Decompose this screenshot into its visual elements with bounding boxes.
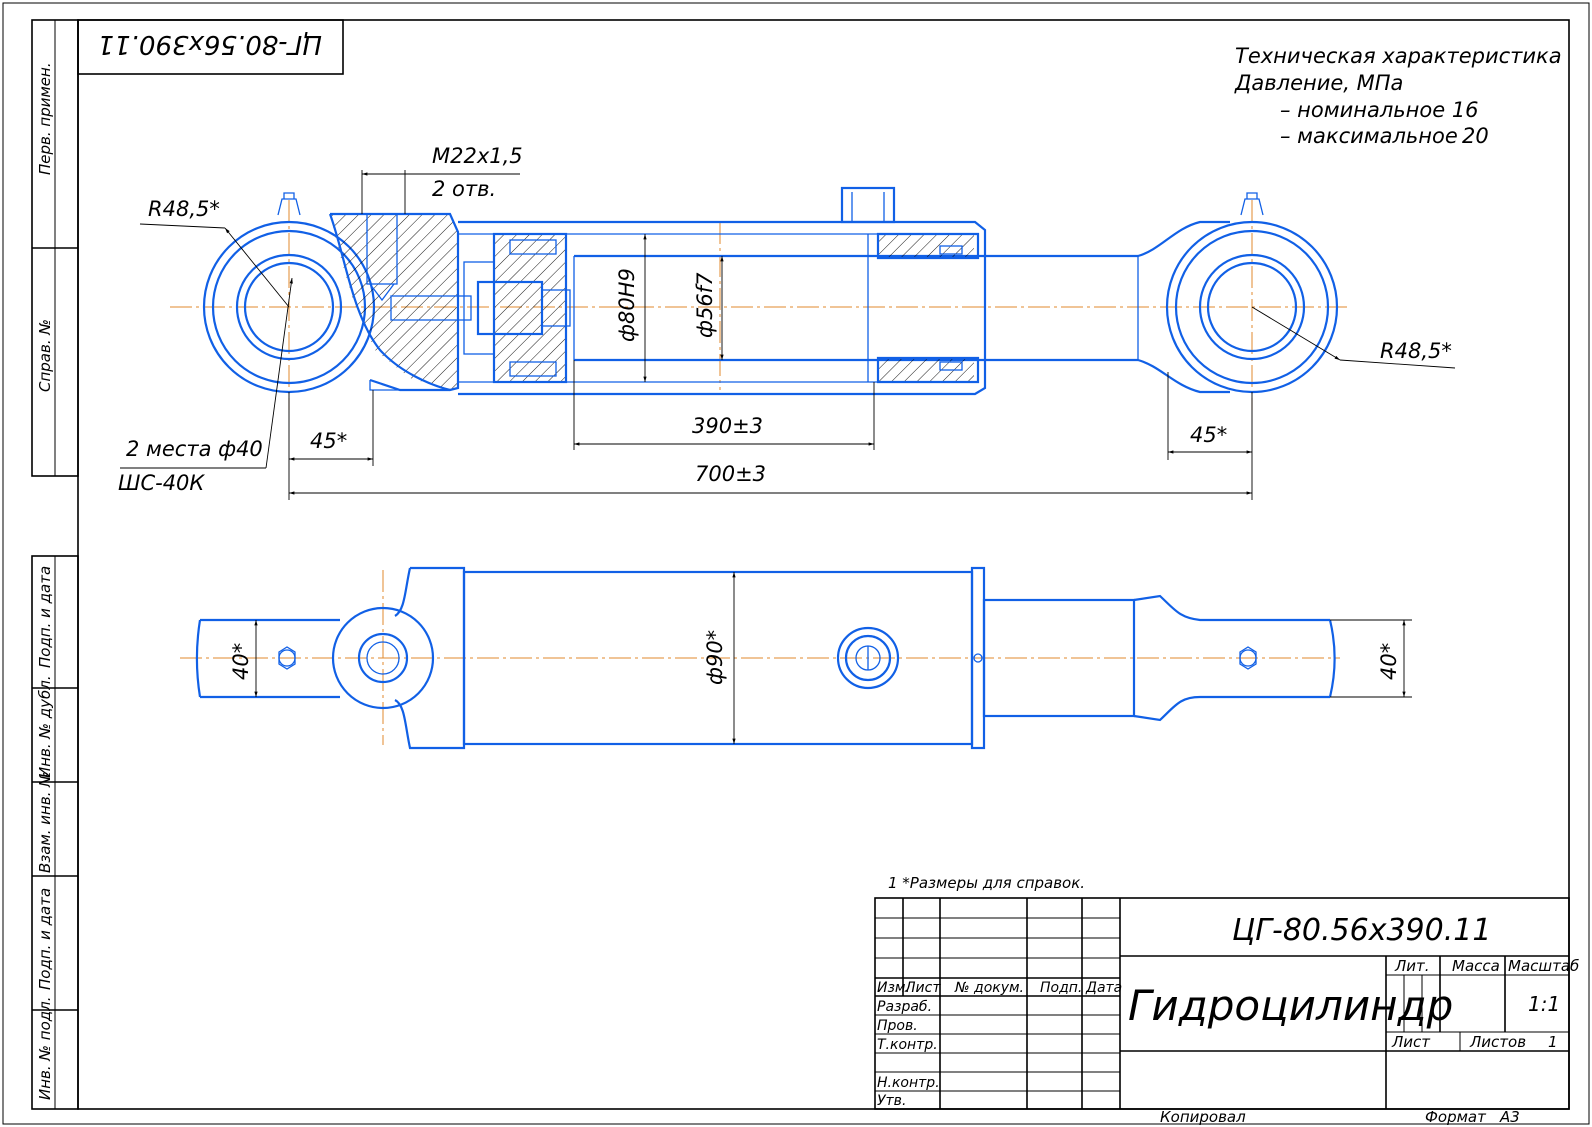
side-label-sign-date-1: Подп. и дата: [36, 566, 54, 668]
label-sheets: Листов: [1469, 1033, 1526, 1051]
tech-title: Техническая характеристика: [1235, 44, 1562, 68]
side-label-ref-no: Справ. №: [36, 319, 54, 392]
label-format: Формат: [1425, 1108, 1487, 1126]
stamp-designation-rotated: ЦГ-80.56х390.11: [98, 29, 323, 59]
row-norm-control: Н.контр.: [877, 1075, 940, 1091]
side-margin: Перв. примен. Справ. № Подп. и дата Инв.…: [31, 19, 79, 1110]
dim-bearing: ШС-40К: [118, 471, 205, 495]
section-view: [170, 186, 1350, 410]
row-approved: Утв.: [877, 1093, 906, 1109]
title-block: ЦГ-80.56х390.11 Гидроцилиндр Изм. Лист №…: [874, 897, 1579, 1126]
dim-holes: 2 отв.: [432, 177, 496, 201]
dim-places: 2 места ф40: [126, 437, 263, 461]
dim-stroke: 390±3: [692, 414, 763, 438]
dim-eye-left: 45*: [310, 429, 347, 453]
tech-pressure: Давление, МПа: [1234, 71, 1403, 95]
label-lit: Лит.: [1394, 957, 1430, 975]
tech-characteristics: Техническая характеристика Давление, МПа…: [1234, 44, 1562, 148]
dim-eye-right: 45*: [1190, 423, 1227, 447]
side-label-first-use: Перв. примен.: [36, 62, 54, 175]
value-format: А3: [1499, 1108, 1520, 1126]
title-designation: ЦГ-80.56х390.11: [1232, 913, 1491, 948]
section-dimensions: М22х1,5 2 отв. R48,5* R48,5* ф80Н9 ф56f7…: [118, 144, 1456, 500]
stamp-box: [77, 19, 344, 75]
col-date: Дата: [1085, 980, 1122, 996]
tech-maximum-value: 20: [1462, 124, 1489, 148]
dim-bore: ф80Н9: [615, 268, 639, 342]
col-sign: Подп.: [1040, 980, 1082, 996]
dim-width-left: 40*: [229, 643, 253, 680]
dim-thread: М22х1,5: [432, 144, 523, 168]
plan-dimensions: 40* ф90* 40*: [229, 572, 1412, 744]
row-developer: Разраб.: [877, 999, 932, 1015]
col-doc-no: № докум.: [954, 980, 1024, 996]
col-sheet: Лист: [904, 980, 941, 996]
side-label-dup-inv: Инв. № дубл.: [36, 675, 54, 778]
dim-body: ф90*: [703, 630, 727, 685]
side-label-orig-inv: Инв. № подл.: [36, 997, 54, 1100]
side-label-sign-date-2: Подп. и дата: [36, 888, 54, 990]
dim-rod: ф56f7: [693, 272, 717, 338]
note-reference-dims: 1 *Размеры для справок.: [888, 874, 1085, 892]
row-checked: Пров.: [877, 1018, 918, 1034]
side-label-replace-inv: Взам. инв. №: [36, 771, 54, 873]
label-copied: Копировал: [1160, 1108, 1246, 1126]
dim-radius-right: R48,5*: [1380, 339, 1452, 363]
row-tech-control: Т.контр.: [877, 1037, 938, 1053]
dim-width-right: 40*: [1377, 643, 1401, 680]
value-scale: 1:1: [1528, 992, 1560, 1016]
label-sheet: Лист: [1391, 1033, 1431, 1051]
col-change: Изм.: [877, 980, 910, 996]
label-mass: Масса: [1452, 957, 1500, 975]
tech-maximum: – максимальное: [1280, 124, 1458, 148]
plan-view: [180, 566, 1340, 750]
title-product-name: Гидроцилиндр: [1128, 981, 1453, 1030]
label-scale: Масштаб: [1508, 957, 1579, 975]
dim-radius-left: R48,5*: [148, 197, 220, 221]
dim-length: 700±3: [695, 462, 766, 486]
tech-nominal: – номинальное 16: [1280, 98, 1479, 122]
value-sheets: 1: [1548, 1033, 1558, 1051]
